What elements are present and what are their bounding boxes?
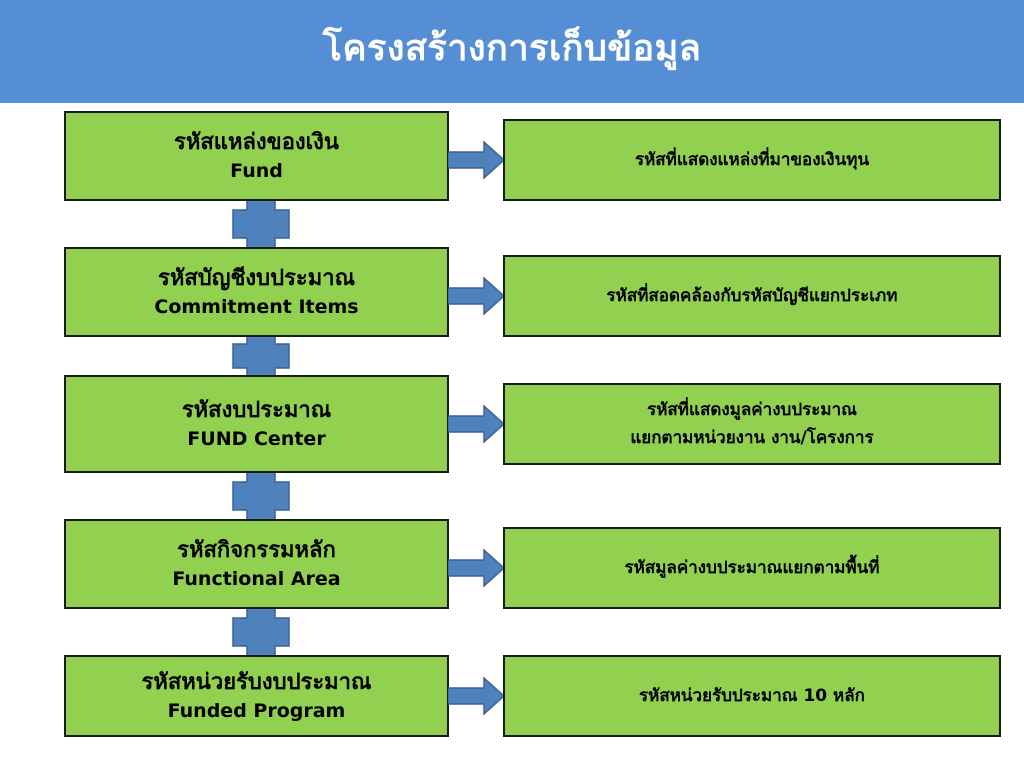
code-name-en: Commitment Items — [154, 296, 359, 318]
code-name-th: รหัสหน่วยรับงบประมาณ — [141, 670, 372, 695]
code-name-en: Functional Area — [172, 568, 341, 590]
description-text: รหัสที่แสดงแหล่งที่มาของเงินทุน — [634, 150, 870, 170]
description-box-commitment-items: รหัสที่สอดคล้องกับรหัสบัญชีแยกประเภท — [503, 255, 1001, 337]
arrow-right-icon — [448, 404, 506, 444]
code-box-fund: รหัสแหล่งของเงิน Fund — [64, 111, 449, 201]
code-name-th: รหัสงบประมาณ — [181, 398, 332, 423]
code-name-en: FUND Center — [187, 428, 326, 450]
description-text-line-1: รหัสที่แสดงมูลค่างบประมาณ — [647, 400, 857, 420]
arrow-right-icon — [448, 548, 506, 588]
description-box-fund: รหัสที่แสดงแหล่งที่มาของเงินทุน — [503, 119, 1001, 201]
connector-4-5 — [231, 606, 291, 658]
description-text-line-2: แยกตามหน่วยงาน งาน/โครงการ — [630, 428, 874, 448]
description-text: รหัสมูลค่างบประมาณแยกตามพื้นที่ — [624, 558, 880, 578]
code-name-th: รหัสแหล่งของเงิน — [174, 130, 339, 155]
description-box-fund-center: รหัสที่แสดงมูลค่างบประมาณ แยกตามหน่วยงาน… — [503, 383, 1001, 465]
title-bar: โครงสร้างการเก็บข้อมูล — [0, 0, 1024, 103]
code-box-commitment-items: รหัสบัญชีงบประมาณ Commitment Items — [64, 247, 449, 337]
code-box-fund-center: รหัสงบประมาณ FUND Center — [64, 375, 449, 473]
code-name-en: Funded Program — [167, 700, 346, 722]
arrow-right-icon — [448, 140, 506, 180]
code-box-functional-area: รหัสกิจกรรมหลัก Functional Area — [64, 519, 449, 609]
arrow-right-icon — [448, 276, 506, 316]
code-name-en: Fund — [230, 160, 283, 182]
description-box-funded-program: รหัสหน่วยรับประมาณ 10 หลัก — [503, 655, 1001, 737]
code-name-th: รหัสบัญชีงบประมาณ — [158, 266, 355, 291]
code-name-th: รหัสกิจกรรมหลัก — [177, 538, 336, 563]
description-box-functional-area: รหัสมูลค่างบประมาณแยกตามพื้นที่ — [503, 527, 1001, 609]
connector-2-3 — [231, 334, 291, 378]
code-box-funded-program: รหัสหน่วยรับงบประมาณ Funded Program — [64, 655, 449, 737]
connector-3-4 — [231, 470, 291, 522]
connector-1-2 — [231, 198, 291, 250]
description-text: รหัสหน่วยรับประมาณ 10 หลัก — [639, 686, 865, 706]
slide-title: โครงสร้างการเก็บข้อมูล — [322, 28, 702, 69]
arrow-right-icon — [448, 676, 506, 716]
description-text: รหัสที่สอดคล้องกับรหัสบัญชีแยกประเภท — [606, 286, 898, 306]
